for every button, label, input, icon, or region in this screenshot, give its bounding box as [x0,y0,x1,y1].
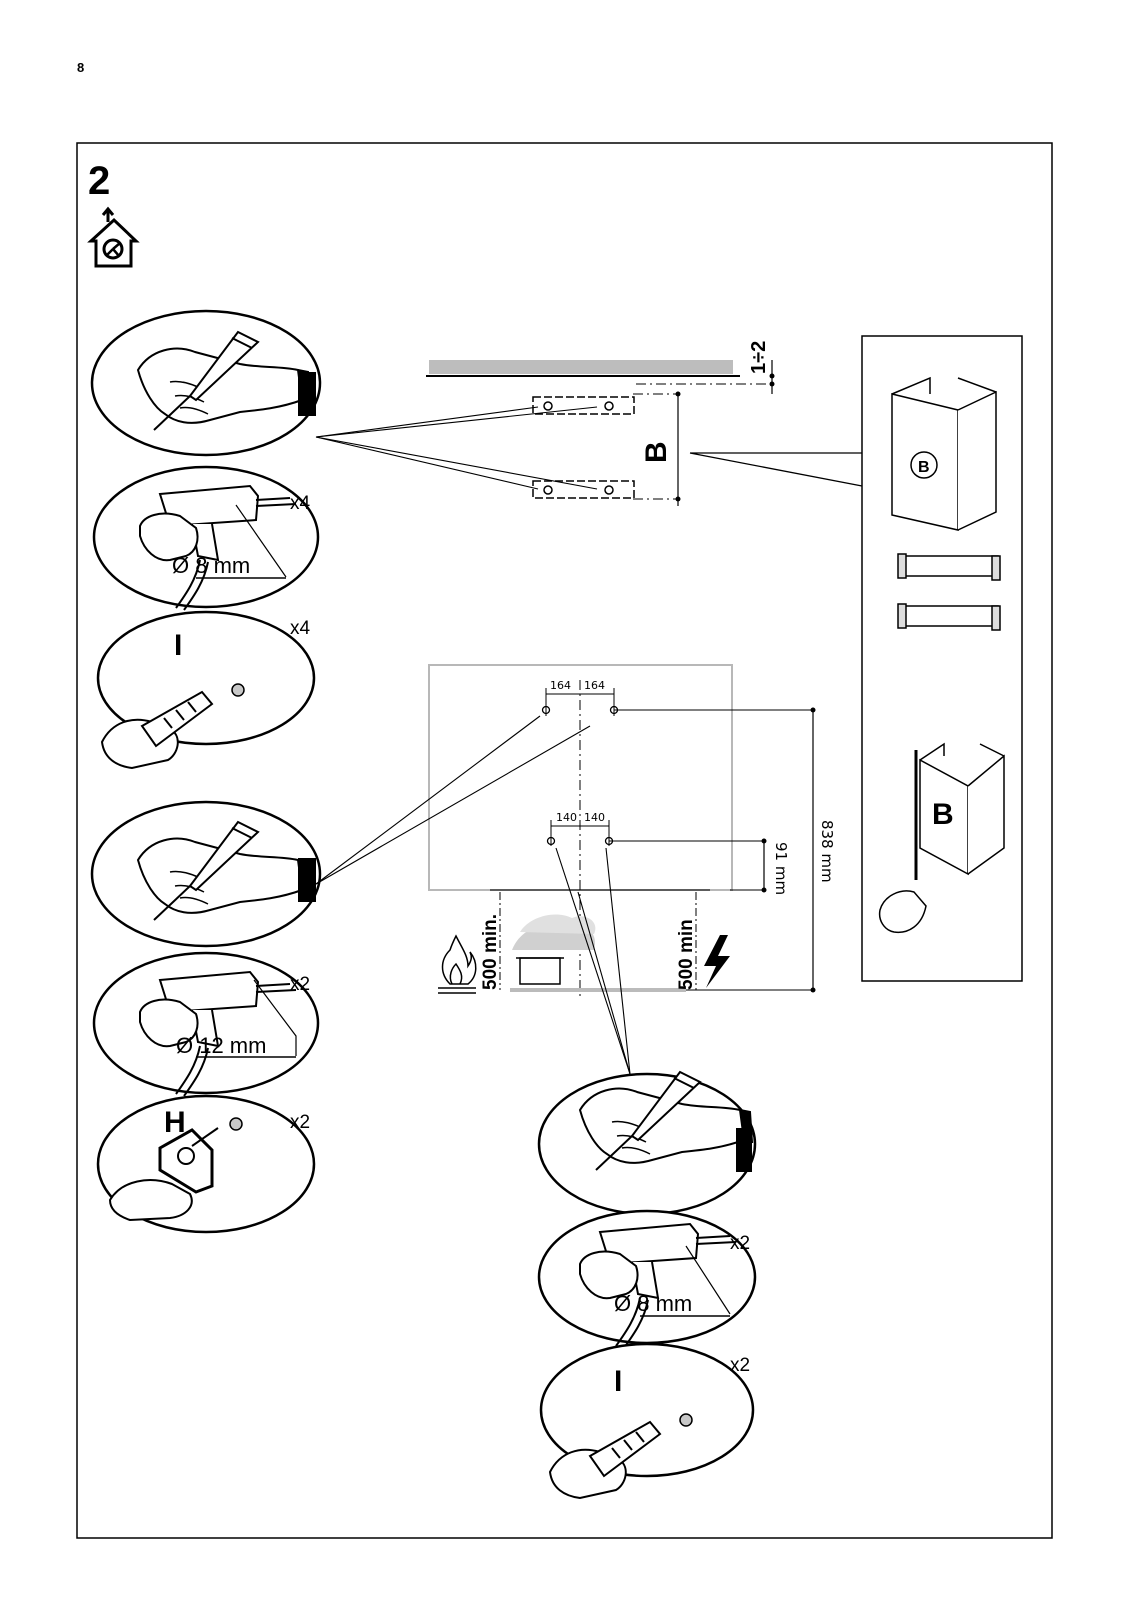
drill-count-top: x4 [290,493,311,514]
page-number: 8 [77,60,85,75]
plug-ellipse-top [96,610,316,769]
gap-label: 1÷2 [748,341,770,374]
electric-hob-lightning-icon [704,935,730,988]
total-height-label: 838 mm [818,820,836,883]
step-number: 2 [88,159,110,203]
parts-chimney-label: B [932,798,954,831]
plug-label-bottom: I [614,1365,622,1398]
gas-min-height-label: 500 min. [480,914,501,990]
drill-ellipse-middle [92,951,320,1097]
house-recirculation-fan-icon [87,206,140,268]
wall-area [428,664,733,891]
marking-arrows-top [315,406,598,490]
marking-arrows-bottom [555,847,631,1075]
top-spacing-left: 164 [550,679,571,692]
marking-ellipse-bottom [537,1071,757,1216]
mounting-bracket-part-icon [897,553,1001,631]
gap-dimension: 1÷2 [748,341,775,394]
drill-count-middle: x2 [290,974,310,995]
bracket-screw-icon [158,1127,219,1194]
chimney-section-icon [891,376,997,531]
plug-label-top: I [174,629,182,662]
bracket-count: x2 [290,1112,310,1133]
step-frame [76,142,1053,1539]
drill-diameter-middle: Ø 12 mm [176,1033,266,1058]
lower-hole-spacing [546,820,614,846]
drill-diameter-top: Ø 8 mm [172,553,250,578]
ceiling-strip [426,360,740,377]
marking-ellipse-middle [90,800,322,948]
bracket-ellipse-middle [96,1094,316,1234]
gas-flame-icon [438,934,477,994]
bracket-slot-upper [532,396,635,415]
marking-ellipse-top [90,309,322,457]
drill-diameter-bottom: Ø 8 mm [614,1291,692,1316]
marking-arrows-middle [315,715,591,885]
cooking-pot-icon [512,914,596,985]
chimney-with-hand-icon [878,742,1005,934]
plug-ellipse-bottom [539,1342,755,1499]
parts-panel: B B [861,335,1023,982]
electric-min-height-label: 500 min [676,919,697,990]
drill-count-bottom: x2 [730,1233,750,1254]
drill-ellipse-top [92,465,320,611]
lower-spacing-right: 140 [584,811,605,824]
drill-ellipse-bottom [537,1209,757,1349]
parts-circle-label: B [918,459,930,476]
vertical-offset-label: 91 mm [772,842,790,895]
top-spacing-right: 164 [584,679,605,692]
part-label-b-top: B [640,441,673,463]
lower-spacing-left: 140 [556,811,577,824]
bracket-slot-lower [532,480,635,499]
bracket-label: H [164,1106,186,1139]
plug-count-top: x4 [290,618,311,639]
plug-count-bottom: x2 [730,1355,750,1376]
